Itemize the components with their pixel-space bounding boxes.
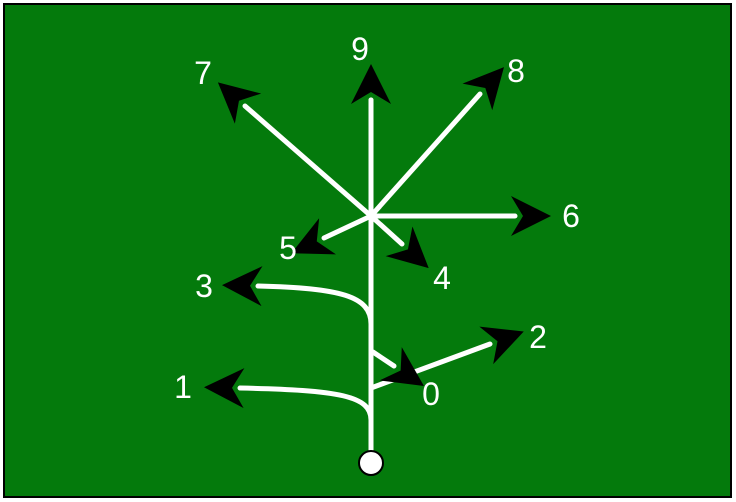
route-label-6: 6 bbox=[562, 198, 580, 234]
route-label-3: 3 bbox=[195, 268, 213, 304]
route-3 bbox=[222, 266, 374, 327]
field-background bbox=[3, 3, 732, 498]
route-label-8: 8 bbox=[507, 53, 525, 89]
route-8 bbox=[368, 67, 504, 219]
route-label-1: 1 bbox=[174, 369, 192, 405]
route-0 bbox=[370, 347, 424, 386]
route-label-5: 5 bbox=[279, 230, 297, 266]
route-1 bbox=[204, 368, 374, 423]
route-label-9: 9 bbox=[351, 31, 369, 67]
route-5 bbox=[291, 213, 374, 255]
route-label-7: 7 bbox=[194, 55, 212, 91]
route-7 bbox=[217, 82, 374, 219]
player-marker bbox=[358, 450, 384, 476]
route-label-0: 0 bbox=[422, 376, 440, 412]
route-label-4: 4 bbox=[433, 260, 451, 296]
route-label-2: 2 bbox=[529, 319, 547, 355]
route-4 bbox=[368, 213, 429, 269]
